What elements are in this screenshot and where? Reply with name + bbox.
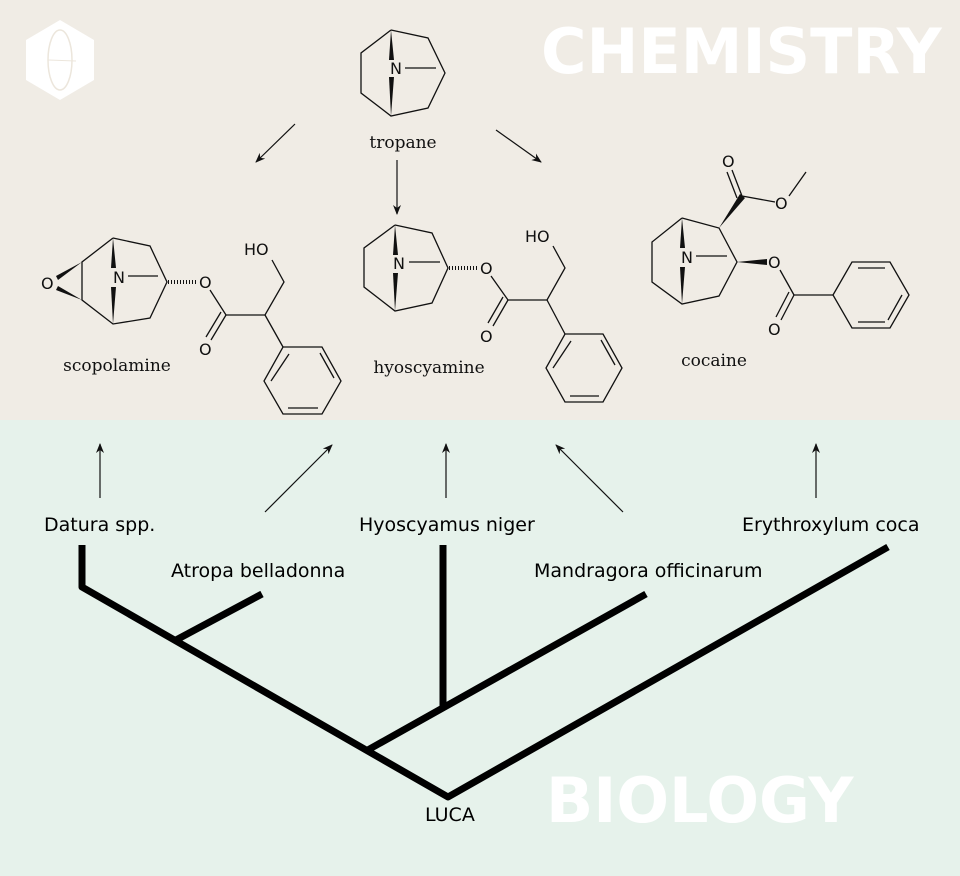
chemistry-panel	[0, 0, 960, 420]
atom-label: O	[199, 340, 212, 359]
atom-label: O	[480, 259, 493, 278]
taxon-datura: Datura spp.	[44, 514, 155, 536]
atom-label: HO	[525, 227, 550, 246]
tree-branch-mandragora	[364, 590, 648, 755]
logo-icon	[26, 20, 94, 100]
scopolamine-structure: N O O O HO	[41, 237, 342, 415]
taxon-mandragora: Mandragora officinarum	[534, 560, 763, 582]
atom-label: O	[722, 152, 735, 171]
molecule-name-hyoscyamine: hyoscyamine	[373, 358, 484, 378]
atom-label: O	[199, 273, 212, 292]
molecule-name-scopolamine: scopolamine	[63, 356, 171, 376]
arrow-atropa-to-scopolamine	[264, 444, 333, 513]
atom-label: O	[480, 327, 493, 346]
atom-label: N	[113, 268, 125, 287]
phylogenetic-tree	[78, 543, 890, 801]
taxon-erythroxylum: Erythroxylum coca	[742, 514, 920, 536]
atom-label: N	[393, 254, 405, 273]
biology-heading: BIOLOGY	[546, 764, 855, 837]
arrow-mandragora-to-hyoscyamine	[555, 444, 624, 513]
chemistry-heading: CHEMISTRY	[541, 15, 943, 88]
molecule-name-cocaine: cocaine	[681, 351, 747, 371]
taxon-root-luca: LUCA	[425, 804, 475, 826]
hyoscyamine-structure: N O O HO	[363, 224, 623, 403]
taxon-atropa: Atropa belladonna	[171, 560, 345, 582]
atom-label: O	[775, 194, 788, 213]
atom-label: O	[768, 253, 781, 272]
arrow-to-scopolamine	[255, 123, 296, 163]
taxon-hyoscyamus: Hyoscyamus niger	[359, 514, 535, 536]
biology-panel	[0, 420, 960, 876]
atom-label: O	[768, 320, 781, 339]
tropane-structure: N	[360, 29, 446, 117]
arrow-to-cocaine	[495, 129, 542, 163]
atom-label: N	[681, 248, 693, 267]
atom-label: N	[390, 59, 402, 78]
atom-label: O	[41, 274, 54, 293]
tree-branch-main	[78, 543, 890, 801]
atom-label: HO	[244, 240, 269, 259]
cocaine-structure: N O O O O	[651, 152, 910, 339]
molecule-name-tropane: tropane	[369, 133, 436, 153]
tree-branch-atropa	[174, 590, 264, 644]
